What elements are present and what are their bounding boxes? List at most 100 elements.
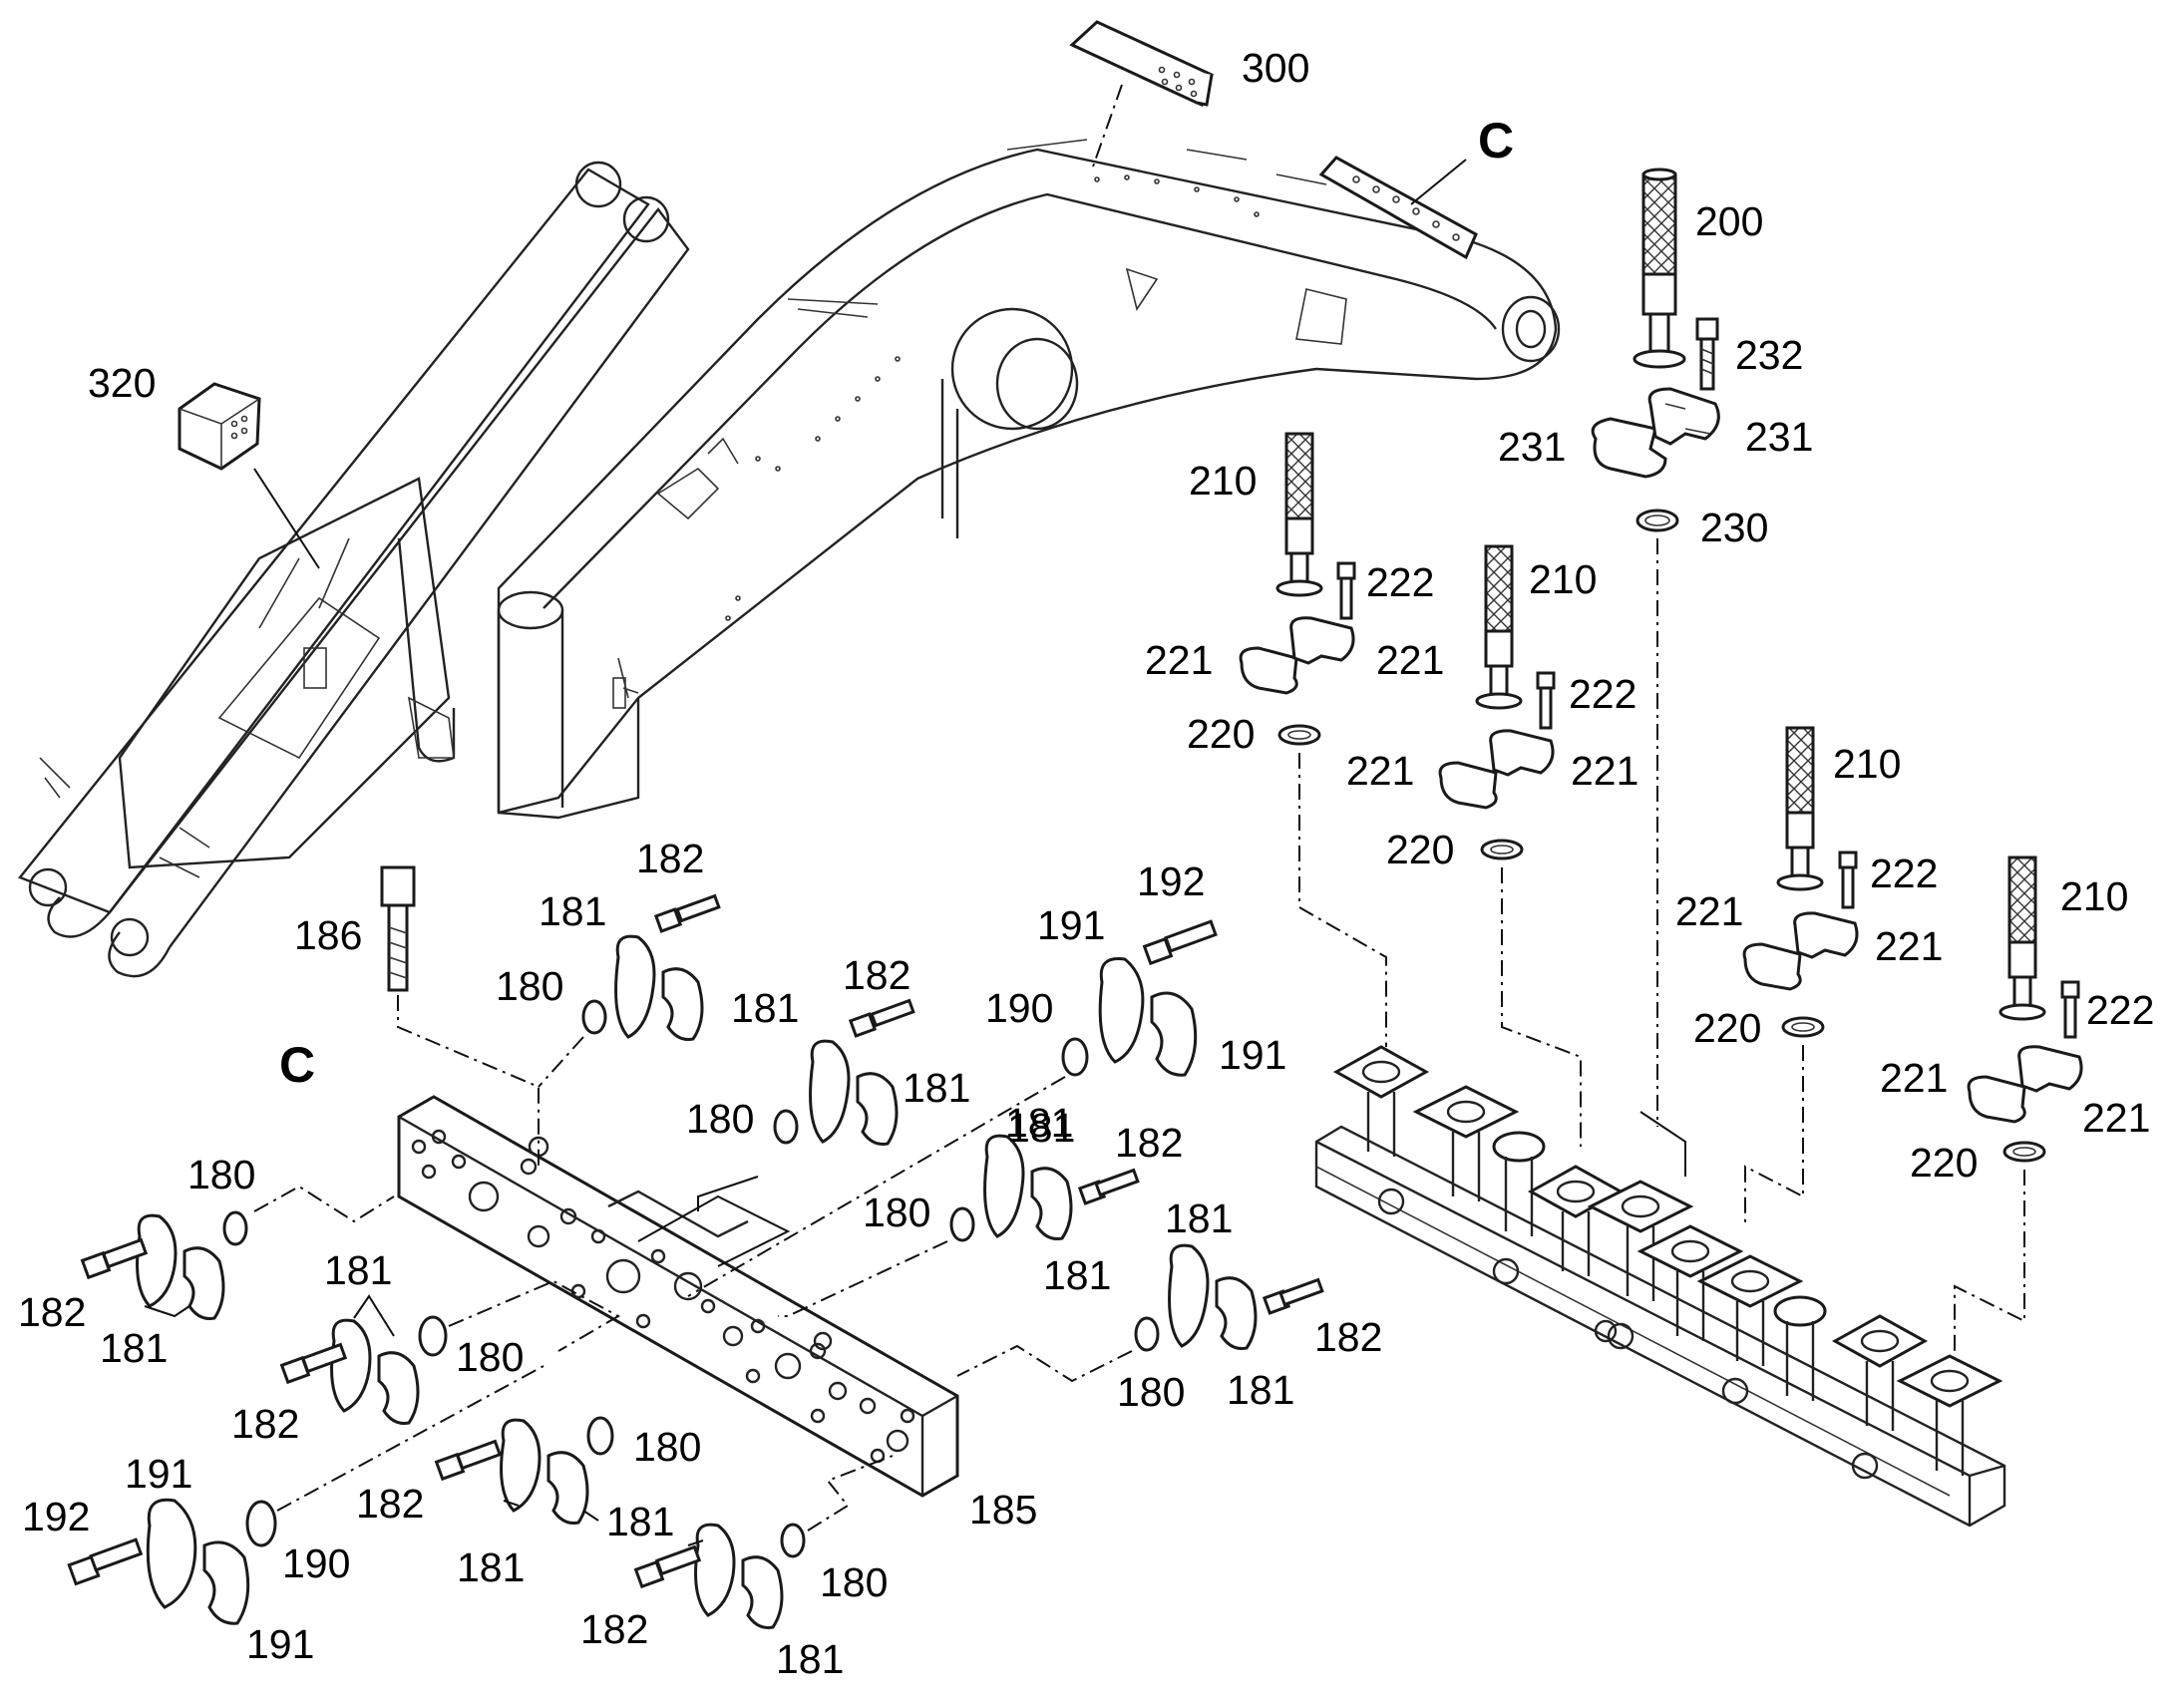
label-180-g: 180 bbox=[633, 1424, 701, 1470]
part-222-bolt-c bbox=[1838, 851, 1858, 909]
label-232: 232 bbox=[1735, 332, 1803, 378]
label-191-c: 191 bbox=[125, 1451, 192, 1497]
label-181-c: 181 bbox=[1005, 1100, 1073, 1146]
label-222-d: 222 bbox=[2086, 987, 2154, 1033]
part-group-190b bbox=[67, 1365, 545, 1625]
manifold-flange-7 bbox=[1696, 1254, 1804, 1366]
label-231-left: 231 bbox=[1498, 424, 1566, 470]
part-221-clamps-c bbox=[1742, 911, 1859, 991]
label-180-e: 180 bbox=[1117, 1369, 1185, 1415]
label-222-a: 222 bbox=[1366, 559, 1434, 605]
label-181-d: 181 bbox=[903, 1065, 970, 1111]
label-180-b: 180 bbox=[686, 1096, 754, 1142]
label-180-d: 180 bbox=[863, 1190, 930, 1235]
part-210-pipe-b bbox=[1475, 544, 1523, 710]
label-180-a: 180 bbox=[496, 963, 563, 1009]
part-200-pipe bbox=[1633, 168, 1686, 369]
label-detail-c: C bbox=[279, 1037, 315, 1093]
label-180-c: 180 bbox=[187, 1152, 255, 1197]
part-185-manifold bbox=[397, 1095, 959, 1498]
part-group-180a bbox=[538, 893, 721, 1088]
centerline-210-d bbox=[1954, 1170, 2025, 1356]
label-181-f: 181 bbox=[1007, 1105, 1075, 1151]
label-221-b-right: 221 bbox=[1571, 748, 1638, 794]
part-320-box bbox=[178, 382, 320, 569]
label-181-a: 181 bbox=[539, 888, 606, 934]
label-221-d-left: 221 bbox=[1880, 1055, 1948, 1101]
label-320: 320 bbox=[88, 360, 156, 406]
label-221-d-right: 221 bbox=[2082, 1095, 2150, 1141]
label-182-f: 182 bbox=[231, 1401, 299, 1447]
manifold-flange-8 bbox=[1773, 1295, 1827, 1401]
label-180-h: 180 bbox=[820, 1559, 888, 1605]
label-191-b: 191 bbox=[1219, 1032, 1286, 1078]
label-220-b: 220 bbox=[1386, 827, 1454, 872]
part-231-clamps bbox=[1591, 387, 1720, 479]
part-group-180g bbox=[434, 1416, 614, 1525]
label-191-a: 191 bbox=[1037, 902, 1105, 948]
label-192-b: 192 bbox=[22, 1494, 90, 1539]
part-220-oring-c bbox=[1781, 1016, 1825, 1038]
boom bbox=[497, 139, 1561, 820]
label-191-d: 191 bbox=[246, 1621, 314, 1667]
label-181-e: 181 bbox=[100, 1325, 168, 1371]
manifold-flange-10 bbox=[1896, 1354, 2003, 1476]
part-group-180h bbox=[633, 1455, 894, 1629]
leader-200-flange bbox=[1639, 1111, 1686, 1177]
centerline-210-a bbox=[1298, 753, 1387, 1047]
part-group-180b bbox=[773, 998, 915, 1146]
centerline-210-c bbox=[1744, 1045, 1804, 1226]
label-210-d: 210 bbox=[2060, 873, 2128, 919]
label-220-d: 220 bbox=[1910, 1140, 1978, 1186]
detail-c-plate-on-boom bbox=[1318, 156, 1478, 260]
manifold-flange-3 bbox=[1492, 1131, 1546, 1236]
label-181-j: 181 bbox=[324, 1247, 392, 1293]
part-230-oring bbox=[1635, 509, 1679, 532]
part-group-190a bbox=[687, 919, 1218, 1297]
part-group-180d bbox=[778, 1134, 1140, 1317]
label-221-a-right: 221 bbox=[1376, 637, 1444, 683]
manifold-flange-5 bbox=[1587, 1180, 1694, 1301]
part-221-clamps-a bbox=[1239, 616, 1355, 695]
part-220-oring-b bbox=[1480, 839, 1524, 860]
stick-arm bbox=[18, 161, 690, 978]
label-181-k: 181 bbox=[457, 1544, 525, 1590]
label-300: 300 bbox=[1242, 45, 1309, 91]
part-group-180e bbox=[279, 1279, 621, 1425]
manifold-flange-9 bbox=[1831, 1314, 1929, 1431]
part-300-box bbox=[1069, 20, 1214, 171]
label-221-b-left: 221 bbox=[1346, 748, 1414, 794]
label-182-d: 182 bbox=[1115, 1120, 1183, 1166]
label-182-a: 182 bbox=[636, 836, 704, 881]
label-181-i: 181 bbox=[1227, 1367, 1294, 1413]
part-221-clamps-b bbox=[1438, 729, 1555, 810]
manifold-flange-4 bbox=[1527, 1165, 1625, 1276]
part-220-oring-d bbox=[2002, 1141, 2046, 1163]
label-185: 185 bbox=[969, 1487, 1037, 1533]
label-181-l: 181 bbox=[606, 1499, 674, 1544]
label-231-right: 231 bbox=[1745, 414, 1813, 460]
label-200: 200 bbox=[1695, 198, 1763, 244]
label-220-a: 220 bbox=[1187, 711, 1255, 757]
label-181-h: 181 bbox=[1165, 1196, 1233, 1241]
label-210-a: 210 bbox=[1189, 458, 1257, 504]
label-220-c: 220 bbox=[1693, 1005, 1761, 1051]
label-222-c: 222 bbox=[1870, 851, 1938, 896]
label-detail-c-top: C bbox=[1478, 113, 1514, 169]
manifold-flange-1 bbox=[1332, 1045, 1430, 1157]
label-190-a: 190 bbox=[985, 985, 1053, 1031]
part-222-bolt-d bbox=[2060, 980, 2080, 1039]
label-186: 186 bbox=[294, 912, 362, 958]
label-221-a-left: 221 bbox=[1145, 637, 1213, 683]
label-221-c-left: 221 bbox=[1675, 888, 1743, 934]
part-210-pipe-d bbox=[1998, 855, 2046, 1021]
label-181-b: 181 bbox=[731, 985, 799, 1031]
label-210-b: 210 bbox=[1529, 556, 1597, 602]
manifold-flange-6 bbox=[1636, 1224, 1744, 1341]
label-182-b: 182 bbox=[843, 952, 910, 998]
part-220-oring-a bbox=[1277, 724, 1321, 746]
part-222-bolt-b bbox=[1536, 671, 1556, 730]
part-232-bolt bbox=[1695, 317, 1719, 391]
label-210-c: 210 bbox=[1833, 741, 1901, 787]
part-221-clamps-d bbox=[1967, 1045, 2083, 1124]
